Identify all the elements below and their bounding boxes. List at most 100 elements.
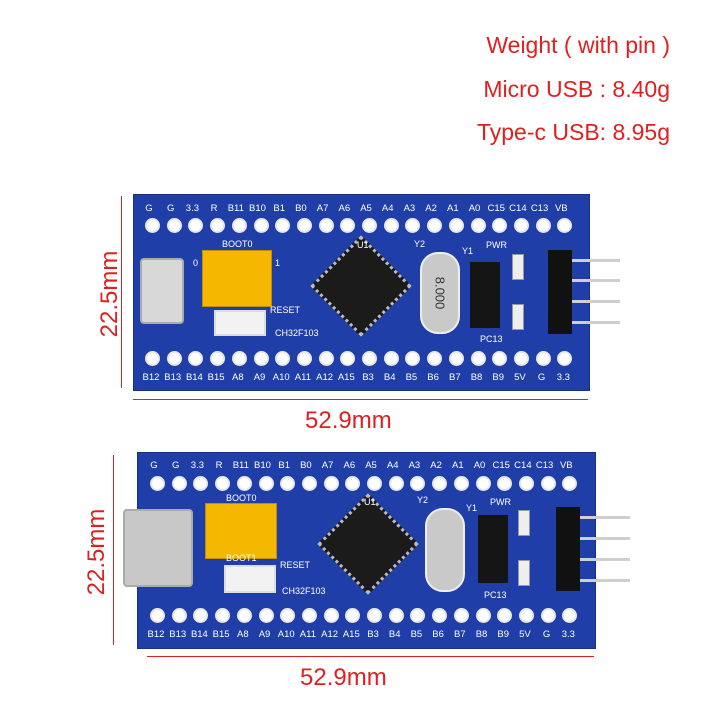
pin-label: A15: [342, 629, 360, 640]
pin-label: A12: [316, 372, 334, 383]
header-pin-hole: [171, 608, 187, 623]
pin-label: A5: [360, 203, 372, 214]
pin-label: B9: [492, 372, 504, 383]
header-pin-hole: [427, 351, 443, 366]
header-pin-hole: [492, 218, 508, 233]
pin-label: B15: [212, 629, 230, 640]
pin-label: 3.3: [556, 372, 570, 383]
silk-mcu: CH32F103: [275, 328, 319, 338]
pin-label: G: [542, 629, 551, 640]
pin-label: B3: [367, 629, 379, 640]
header-pin: [580, 516, 630, 519]
header-pin-hole: [518, 476, 534, 491]
pin-label: A15: [337, 372, 355, 383]
header-pin-hole: [258, 608, 274, 623]
header-pin: [580, 537, 630, 540]
header-pin-hole: [492, 351, 508, 366]
silk-mcu: CH32F103: [282, 586, 326, 596]
header-pin-hole: [301, 476, 317, 491]
pin-label: B0: [295, 203, 307, 214]
pin-label: A9: [253, 372, 266, 383]
crystal-label: 8.000: [432, 276, 448, 310]
header-pin-hole: [231, 218, 247, 233]
pin-label: B12: [142, 372, 160, 383]
pin-label: 3.3: [561, 629, 575, 640]
silk-y1: Y1: [462, 246, 474, 256]
header-pin-hole: [280, 608, 296, 623]
header-pin-hole: [231, 351, 247, 366]
pin-label: C15: [487, 203, 505, 214]
header-pin-hole: [513, 218, 529, 233]
pin-label: G: [537, 372, 546, 383]
header-pin-hole: [470, 218, 486, 233]
pin-label: B1: [273, 203, 285, 214]
header-pin-hole: [562, 476, 578, 491]
pin-label: B13: [164, 372, 182, 383]
crystal-oscillator: 8.000: [420, 252, 460, 334]
pin-label: A4: [386, 460, 399, 471]
weight-type-c-usb: Type-c USB: 8.95g: [476, 119, 670, 145]
header-pin-hole: [275, 218, 291, 233]
pin-label: R: [210, 203, 218, 214]
header-pin-hole: [236, 476, 252, 491]
regulator-chip: [478, 515, 508, 583]
header-pin-hole: [215, 608, 231, 623]
header-pin: [572, 259, 620, 262]
crystal-oscillator: [425, 508, 465, 592]
silk-boot1: BOOT1: [226, 553, 257, 563]
silk-y1: Y1: [466, 503, 478, 513]
header-pin-hole: [296, 351, 312, 366]
pin-label: 3.3: [190, 460, 204, 471]
pin-label: B9: [497, 629, 509, 640]
width-dimension-label: 52.9mm: [300, 664, 387, 691]
reset-button: [224, 565, 276, 593]
header-pin-hole: [453, 608, 469, 623]
header-pin: [572, 279, 620, 282]
pin-label: A3: [408, 460, 421, 471]
pin-label: A4: [381, 203, 394, 214]
header-pin-hole: [388, 476, 404, 491]
header-pin-hole: [367, 476, 382, 491]
weight-micro-usb: Micro USB : 8.40g: [483, 76, 670, 102]
height-dimension-line: [113, 455, 114, 645]
header-pin-hole: [340, 351, 356, 366]
header-pin-hole: [210, 218, 226, 233]
header-pin-hole: [340, 218, 356, 233]
pin-label: A11: [294, 372, 311, 383]
pin-label: 5V: [514, 372, 526, 383]
pin-label: A9: [258, 629, 271, 640]
silk-pwr: PWR: [490, 497, 511, 507]
header-pin-hole: [188, 351, 204, 366]
pin-label: B11: [232, 460, 249, 471]
silk-zero: 0: [193, 258, 199, 268]
header-pin-hole: [448, 351, 464, 366]
pin-label: B5: [405, 372, 418, 383]
height-dimension-label: 22.5mm: [96, 250, 123, 338]
pin-label: B10: [254, 460, 271, 471]
header-pin-hole: [410, 476, 426, 491]
pin-label: G: [145, 203, 153, 214]
pin-label: C15: [492, 460, 510, 471]
width-dimension-line: [147, 656, 594, 657]
pin-label: G: [171, 460, 180, 471]
header-pin-hole: [280, 476, 296, 491]
header-pin-hole: [323, 608, 339, 623]
pin-label: B5: [410, 629, 423, 640]
header-pin-hole: [345, 476, 361, 491]
silk-pwr: PWR: [486, 240, 507, 250]
pin-label: C13: [530, 203, 549, 214]
header-pin-hole: [258, 476, 274, 491]
pin-label: B13: [169, 629, 187, 640]
pin-label: B4: [383, 372, 396, 383]
header-pin-hole: [253, 218, 269, 233]
silk-y2: Y2: [417, 495, 429, 505]
header-pin-hole: [535, 351, 551, 366]
header-pin-hole: [193, 476, 209, 491]
header-pin-hole: [210, 351, 226, 366]
pin-label: B1: [278, 460, 290, 471]
header-pin-hole: [383, 351, 399, 366]
header-pin-hole: [145, 218, 160, 233]
header-pin-hole: [253, 351, 269, 366]
header-pin-hole: [388, 608, 404, 623]
header-pin: [572, 300, 620, 303]
